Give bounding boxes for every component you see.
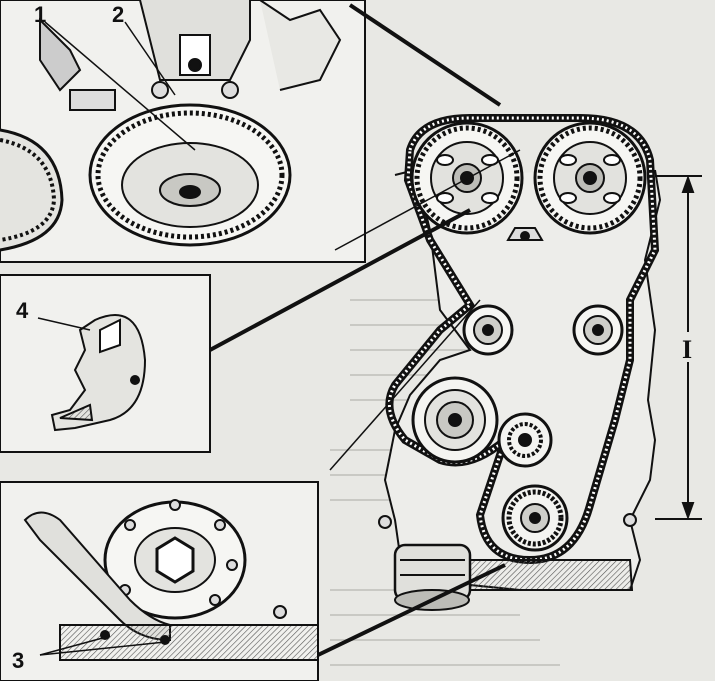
callout-3: 3	[12, 648, 24, 673]
crankshaft-sprocket	[501, 484, 569, 552]
inset2-connector	[209, 208, 471, 352]
water-pump-pulley	[411, 376, 499, 464]
idler-roller-right	[572, 304, 624, 356]
locking-tool	[50, 314, 147, 432]
camshaft-sprocket-exhaust	[533, 121, 647, 235]
belt-tensioner	[497, 412, 553, 468]
inset-camshaft-detail: 1 2	[0, 0, 366, 263]
idler-roller-left	[462, 304, 514, 356]
inset-tool-detail: 4	[0, 274, 211, 453]
inset-crankshaft-detail: 3	[0, 481, 319, 681]
dimension-label: I	[682, 335, 692, 364]
engine-front-view	[378, 114, 662, 611]
callout-1: 1	[34, 2, 46, 27]
callout-4: 4	[16, 298, 29, 323]
oil-pan-edge	[469, 559, 634, 591]
dimension-marker	[655, 175, 702, 520]
inset1-connector	[348, 3, 502, 107]
inset3-connector	[317, 563, 506, 657]
callout-2: 2	[112, 2, 124, 27]
